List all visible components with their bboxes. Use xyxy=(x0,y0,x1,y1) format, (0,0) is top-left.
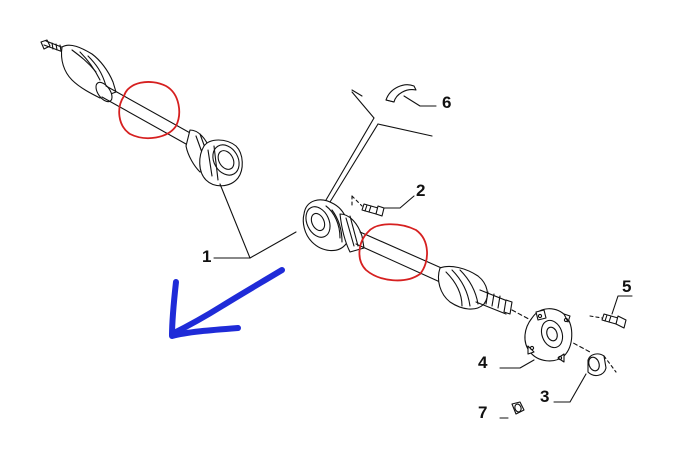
red-highlight-circles xyxy=(118,81,428,282)
part-6-circlip xyxy=(385,84,437,107)
part-7-plug xyxy=(499,401,525,419)
callout-7: 7 xyxy=(478,403,488,422)
blue-direction-arrow xyxy=(169,267,285,339)
callout-6: 6 xyxy=(442,93,452,112)
main-drive-shaft xyxy=(302,199,591,353)
part-5-hub-bolt xyxy=(589,295,633,329)
callout-5: 5 xyxy=(622,277,632,296)
upper-drive-shaft xyxy=(40,39,243,187)
leader-lines xyxy=(213,89,433,259)
red-circle-upper xyxy=(118,81,181,140)
callout-1: 1 xyxy=(202,247,212,266)
part-4-wheel-hub xyxy=(499,308,573,369)
callout-3: 3 xyxy=(540,387,550,406)
arrow-stroke xyxy=(169,267,285,337)
red-circle-lower xyxy=(358,223,428,282)
arrow-head xyxy=(169,279,241,339)
part-2-bolt xyxy=(351,195,415,217)
callout-4: 4 xyxy=(478,353,488,372)
callout-2: 2 xyxy=(416,181,426,200)
part-3-hub-nut xyxy=(553,353,617,403)
